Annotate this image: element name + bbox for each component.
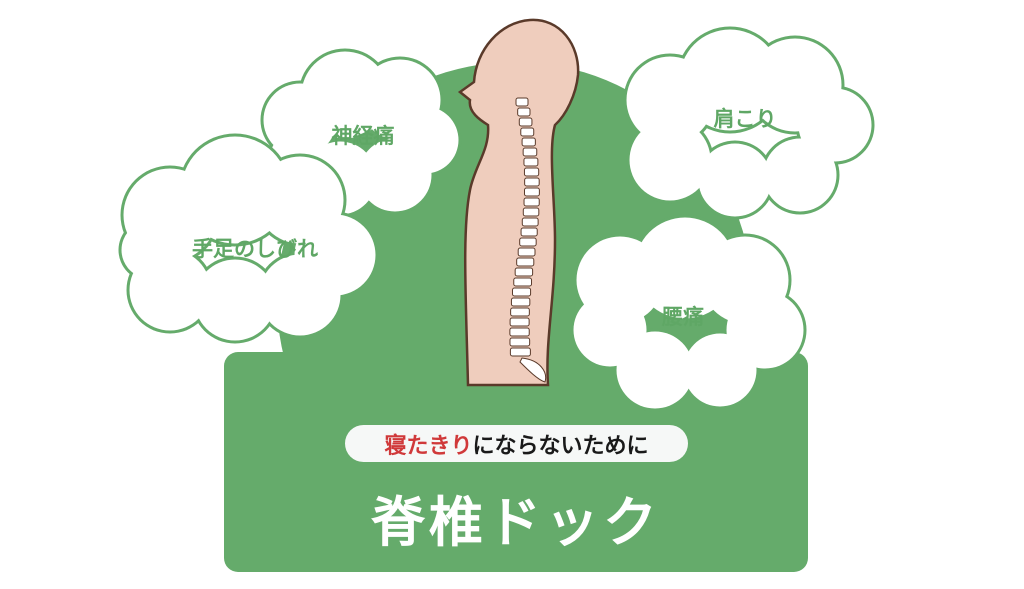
vertebra: [521, 217, 539, 227]
symptom-stiff-shoulders: 肩こり: [713, 107, 777, 131]
cloud: [570, 214, 807, 412]
vertebra: [520, 227, 538, 237]
cloud-bump: [698, 143, 772, 217]
cloud: [118, 133, 379, 344]
body-silhouette: [457, 18, 580, 387]
vertebra: [523, 167, 540, 177]
spine: [509, 97, 547, 383]
vertebra: [519, 237, 537, 247]
vertebra: [522, 147, 538, 157]
vertebra: [524, 177, 540, 187]
vertebra: [509, 327, 530, 337]
vertebra: [515, 97, 529, 107]
vertebra: [523, 197, 540, 207]
cloud-bump: [573, 293, 647, 367]
vertebra: [517, 107, 531, 117]
cloud-bump: [683, 333, 757, 407]
vertebra: [510, 307, 530, 317]
cloud-bump: [763, 138, 837, 212]
cloud-bump: [358, 138, 432, 212]
vertebra: [520, 127, 535, 137]
vertebra: [521, 137, 536, 147]
vertebra: [509, 347, 531, 357]
tagline-rest: にならないために: [472, 433, 649, 459]
vertebra: [517, 247, 536, 257]
symptom-neuralgia: 神経痛: [331, 124, 395, 148]
vertebra: [522, 207, 540, 217]
cloud-bump: [194, 259, 276, 341]
symptom-back-pain: 腰痛: [662, 305, 704, 329]
page-title: 脊椎ドック: [371, 491, 661, 554]
vertebra: [518, 117, 533, 127]
cloud: [623, 26, 875, 220]
vertebra: [523, 157, 539, 167]
vertebra: [516, 257, 535, 267]
tagline-pill: 寝たきりにならないために: [345, 425, 688, 462]
vertebra: [509, 317, 530, 327]
cloud-bump: [629, 119, 711, 201]
cloud-shapes: [118, 26, 875, 412]
tagline-highlight: 寝たきり: [384, 433, 473, 459]
symptom-numbness: 手足のしびれ: [192, 237, 318, 261]
cloud-bump: [259, 254, 341, 336]
vertebra: [509, 337, 531, 347]
vertebra: [514, 267, 534, 277]
vertebra: [513, 277, 533, 287]
vertebra: [523, 187, 540, 197]
cloud-bump: [121, 221, 179, 279]
vertebra: [511, 287, 532, 297]
vertebra: [510, 297, 531, 307]
sacrum: [519, 357, 547, 383]
